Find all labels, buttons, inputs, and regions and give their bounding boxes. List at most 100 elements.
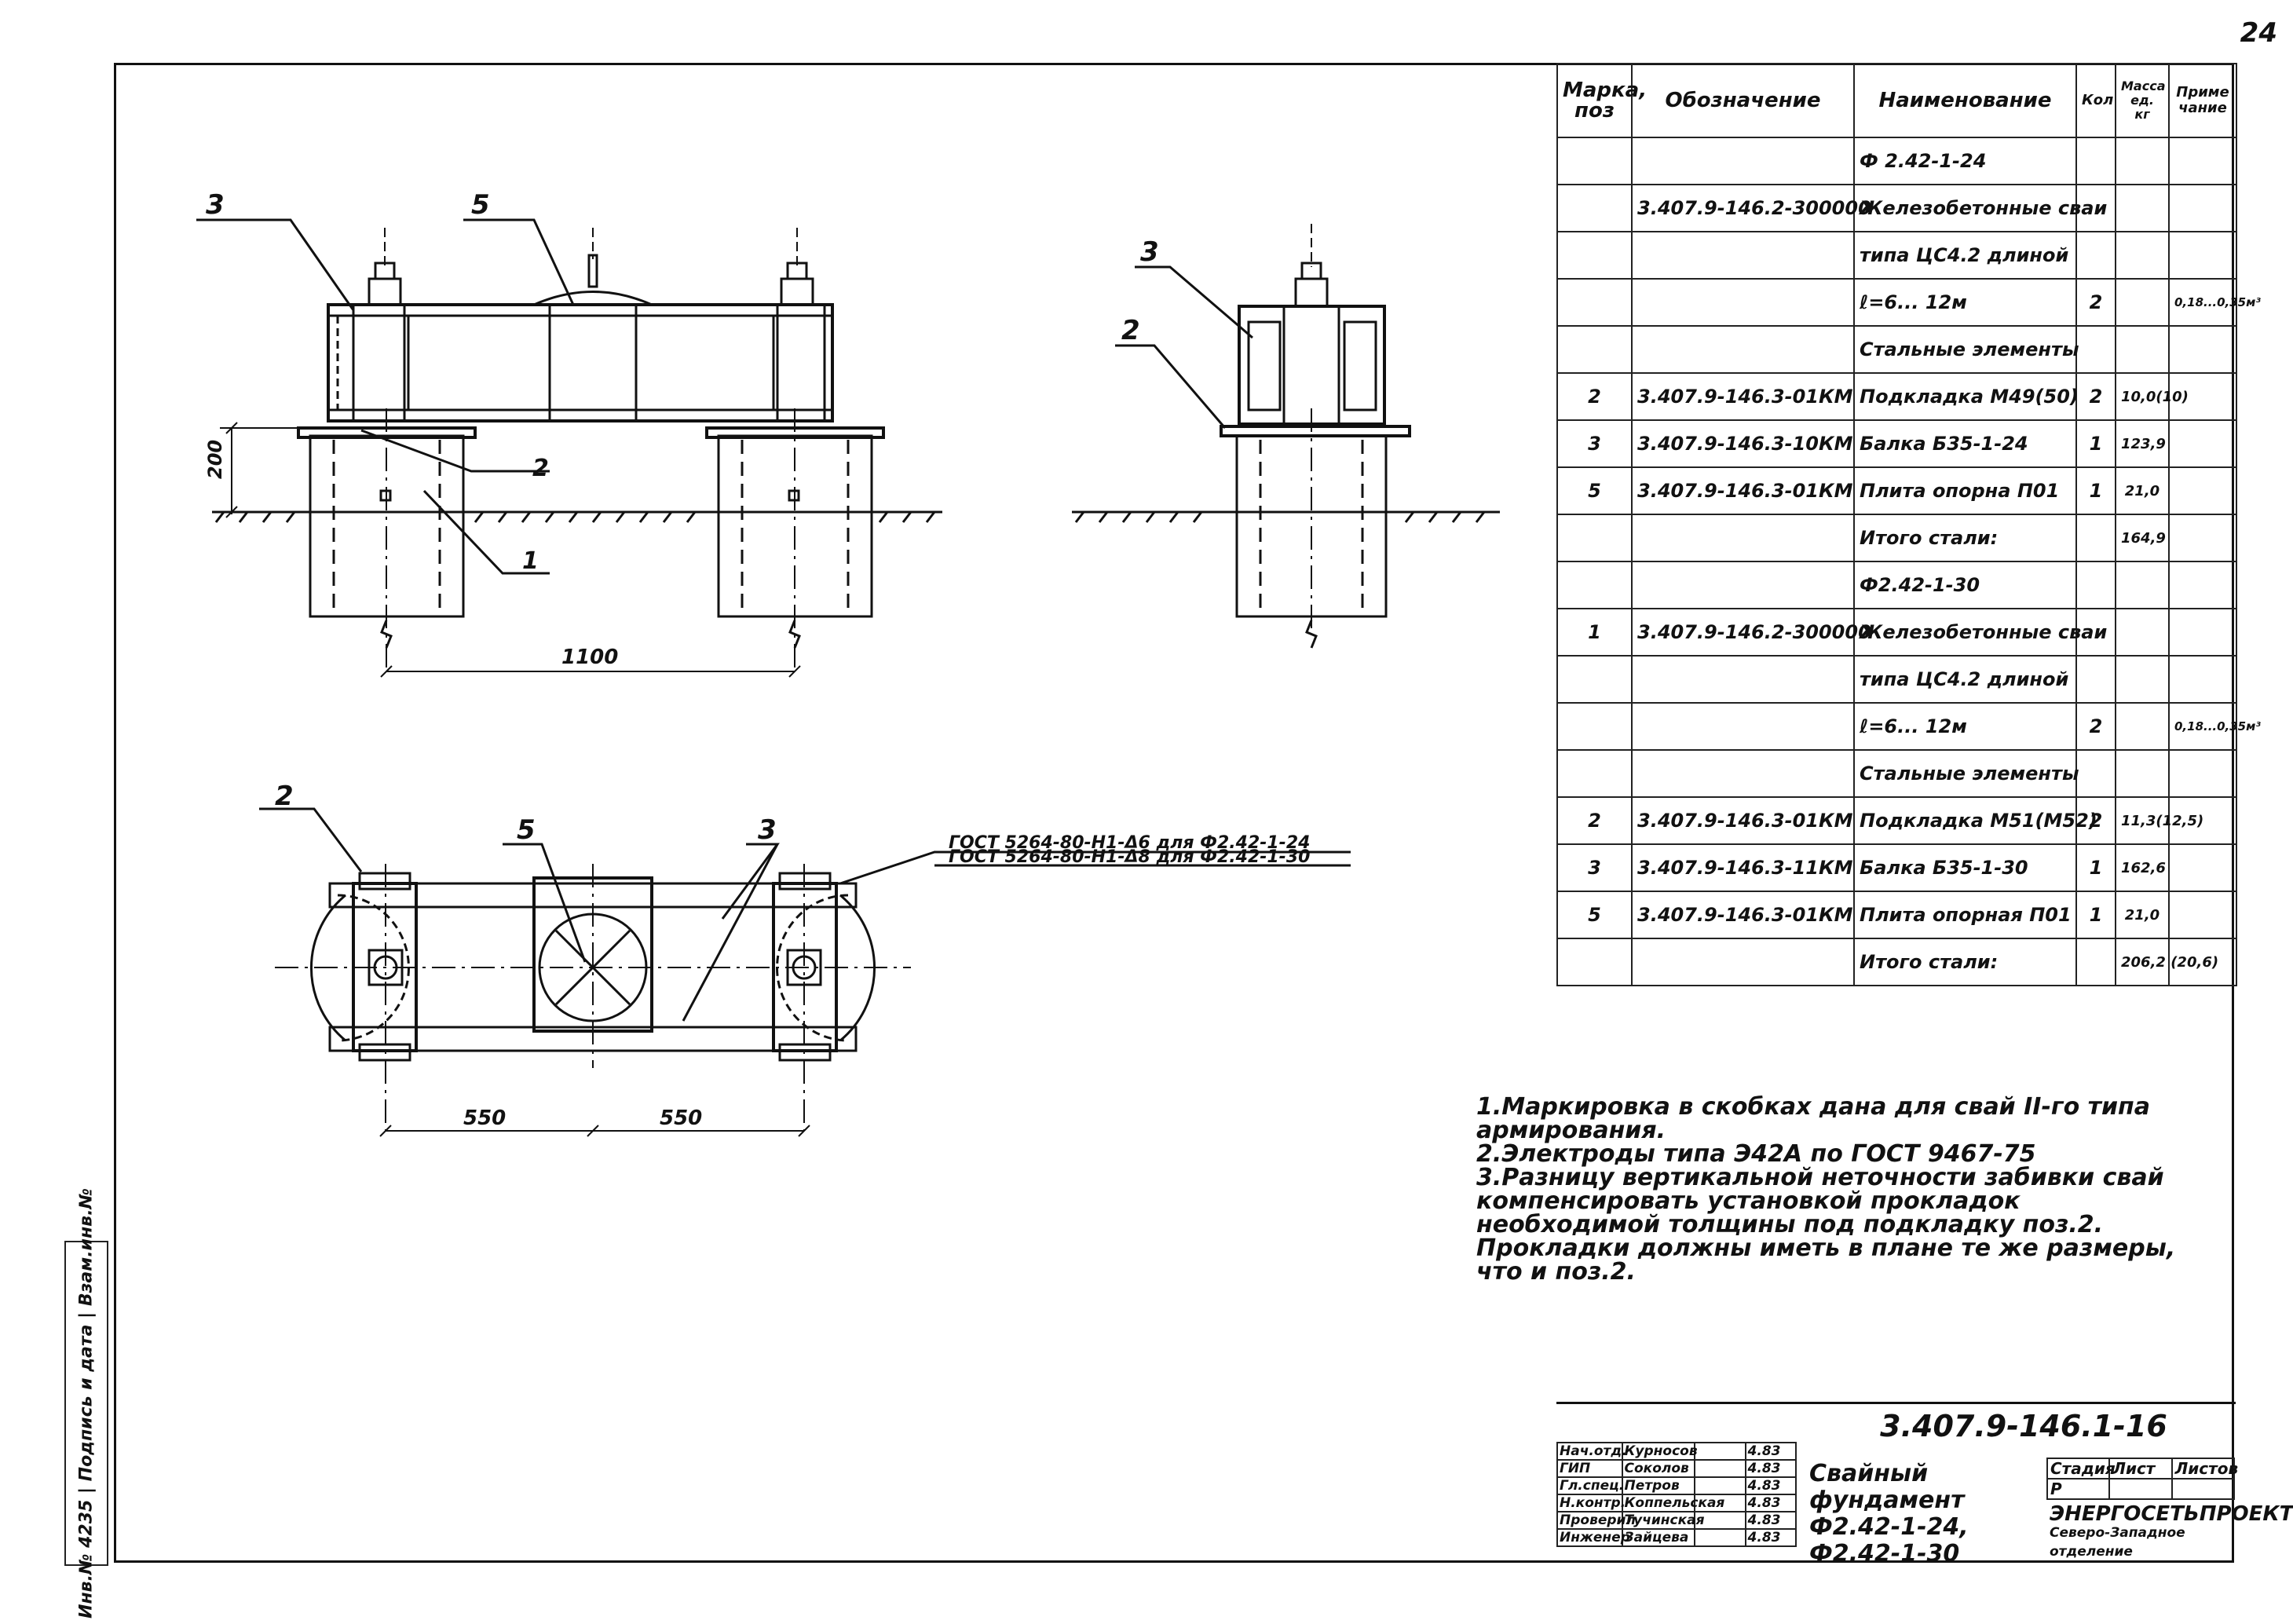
spec-cell-mark: 1 [1556, 608, 1633, 657]
spec-cell-note [2168, 796, 2237, 845]
spec-cell-name: Ф 2.42-1-24 [1853, 137, 2077, 185]
front-label-pos-5: 5 [471, 189, 490, 221]
sheet-header: Лист [2108, 1458, 2173, 1480]
spec-cell-designation: 3.407.9-146.3-11КМ [1631, 843, 1855, 892]
spec-cell-mass [2115, 561, 2170, 609]
stage-value: Р [2046, 1478, 2111, 1500]
spec-cell-qty [2075, 608, 2116, 657]
plan-dim-right: 550 [660, 1106, 702, 1130]
spec-cell-note [2168, 938, 2237, 986]
spec-cell-mass [2115, 231, 2170, 280]
spec-cell-name: ℓ=6... 12м [1853, 278, 2077, 327]
spec-cell-designation [1631, 231, 1855, 280]
spec-cell-note [2168, 514, 2237, 562]
spec-cell-name: Стальные элементы [1853, 325, 2079, 374]
spec-cell-designation [1631, 137, 1855, 185]
stage-header: Стадия [2046, 1458, 2116, 1480]
spec-cell-name: Стальные элементы [1853, 749, 2079, 798]
spec-cell-designation [1631, 702, 1855, 751]
spec-cell-mass: 21,0 [2115, 466, 2170, 515]
header-note: Приме чание [2168, 63, 2237, 138]
signature-name: Тучинская [1621, 1511, 1705, 1530]
spec-cell-mass: 164,9 [2115, 514, 2170, 562]
document-code: 3.407.9-146.1-16 [1880, 1409, 2167, 1443]
spec-row: Стальные элементы [1556, 325, 2237, 374]
spec-cell-qty [2075, 231, 2116, 280]
spec-cell-name: Плита опорная П01 [1853, 891, 2077, 939]
spec-cell-note [2168, 137, 2237, 185]
signature-role: ГИП [1556, 1459, 1623, 1478]
signature-date: 4.83 [1744, 1442, 1797, 1461]
spec-cell-mark: 2 [1556, 372, 1633, 421]
spec-row: Итого стали:164,9 [1556, 514, 2237, 562]
spec-cell-designation [1631, 749, 1855, 798]
spec-cell-designation: 3.407.9-146.3-01КМ [1631, 796, 1855, 845]
sheet-number: 24 [2240, 17, 2277, 49]
spec-cell-qty: 2 [2075, 278, 2116, 327]
note-3: 3.Разницу вертикальной неточности забивк… [1476, 1164, 2176, 1286]
spec-cell-qty [2075, 561, 2116, 609]
spec-cell-mark [1556, 655, 1633, 704]
title-line-2: Ф2.42-1-24, Ф2.42-1-30 [1809, 1513, 1969, 1567]
spec-cell-mark [1556, 278, 1633, 327]
spec-cell-note [2168, 372, 2237, 421]
side-label-pos-2: 2 [1121, 315, 1140, 346]
plan-label-pos-2: 2 [275, 781, 294, 812]
signature-date: 4.83 [1744, 1476, 1797, 1495]
signature-date: 4.83 [1744, 1528, 1797, 1547]
spec-cell-mass [2115, 655, 2170, 704]
spec-cell-name: типа ЦС4.2 длиной [1853, 231, 2077, 280]
spec-cell-name: Балка Б35-1-24 [1853, 419, 2077, 468]
spec-cell-note [2168, 231, 2237, 280]
organization: ЭНЕРГОСЕТЬПРОЕКТ Северо-Западное отделен… [2050, 1502, 2293, 1561]
signature-name: Соколов [1621, 1459, 1696, 1478]
spec-cell-designation [1631, 561, 1855, 609]
signature-date: 4.83 [1744, 1459, 1797, 1478]
spec-cell-mark [1556, 137, 1633, 185]
spec-cell-mass: 123,9 [2115, 419, 2170, 468]
spec-cell-mass: 21,0 [2115, 891, 2170, 939]
signature-role: Нач.отд. [1556, 1442, 1627, 1461]
spec-cell-mass [2115, 325, 2170, 374]
spec-cell-qty: 1 [2075, 843, 2116, 892]
plan-label-pos-5: 5 [517, 814, 536, 846]
spec-cell-note [2168, 891, 2237, 939]
spec-cell-mass: 162,6 [2115, 843, 2170, 892]
spec-cell-mass: 10,0(10) [2115, 372, 2189, 421]
spec-cell-name: Плита опорна П01 [1853, 466, 2077, 515]
spec-cell-name: Подкладка М49(50) [1853, 372, 2079, 421]
spec-cell-mass: 206,2 (20,6) [2115, 938, 2218, 986]
plan-view [259, 807, 1351, 1137]
spec-cell-mark [1556, 702, 1633, 751]
signature-name: Зайцева [1621, 1528, 1696, 1547]
spec-cell-qty [2075, 184, 2116, 232]
signature-sign [1694, 1476, 1746, 1495]
signature-role: Н.контр. [1556, 1494, 1626, 1512]
spec-cell-name: Железобетонные сваи [1853, 184, 2107, 232]
spec-row: Итого стали:206,2 (20,6) [1556, 938, 2237, 986]
spec-cell-designation [1631, 325, 1855, 374]
signature-sign [1694, 1494, 1746, 1512]
side-view [1072, 224, 1500, 649]
weld-note-2: ГОСТ 5264-80-Н1-Δ8 для Ф2.42-1-30 [949, 847, 1310, 867]
spec-cell-qty [2075, 325, 2116, 374]
side-label-pos-3: 3 [1140, 236, 1159, 268]
spec-cell-mark [1556, 184, 1633, 232]
spec-cell-name: Железобетонные сваи [1853, 608, 2107, 657]
spec-row: Стальные элементы [1556, 749, 2237, 798]
header-mass: Масса ед. кг [2115, 63, 2170, 138]
signature-name: Коппельская [1621, 1494, 1724, 1512]
spec-cell-designation [1631, 514, 1855, 562]
organization-name: ЭНЕРГОСЕТЬПРОЕКТ [2050, 1502, 2293, 1526]
